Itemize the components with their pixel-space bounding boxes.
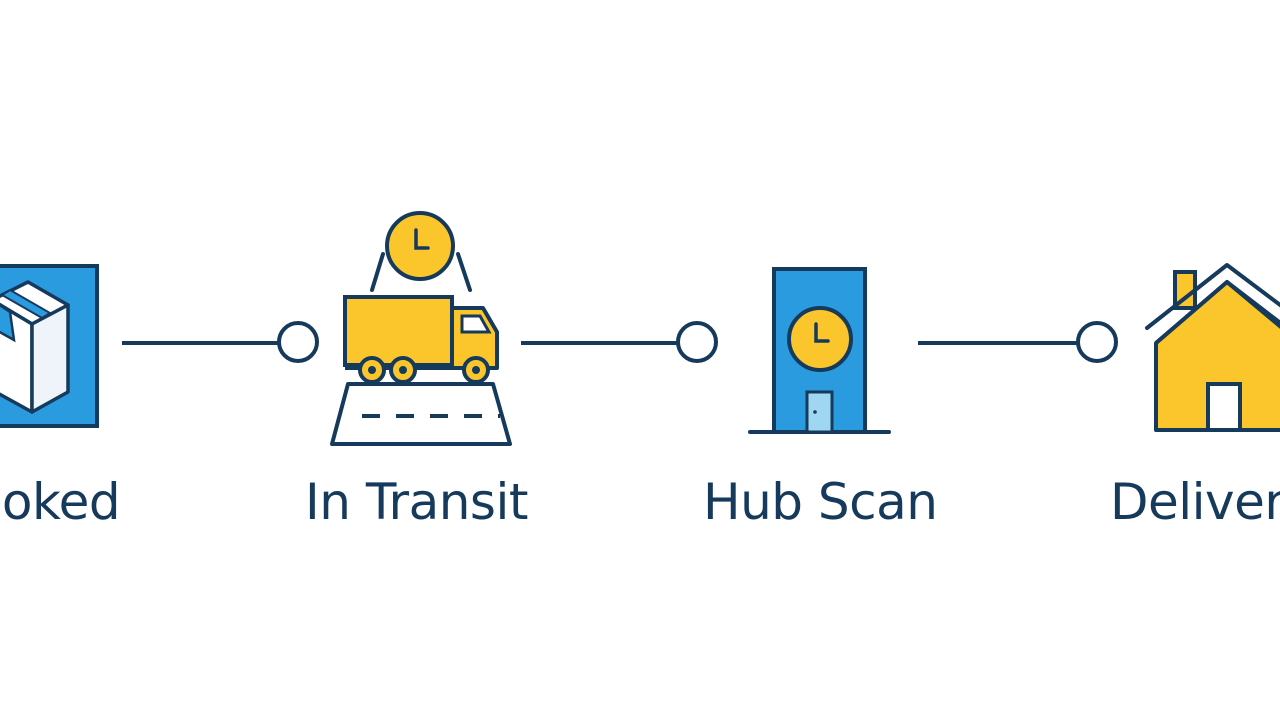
connector-3 <box>918 321 1118 363</box>
connector-node-1 <box>277 321 319 363</box>
hub-building-clock-icon <box>748 267 891 434</box>
package-box-icon <box>0 264 99 428</box>
house-icon <box>1145 263 1280 432</box>
step-label-in-transit: In Transit <box>305 473 528 531</box>
clock-icon <box>787 306 853 372</box>
delivery-truck-icon <box>330 211 512 446</box>
connector-node-2 <box>676 321 718 363</box>
step-label-booked: Booked <box>0 473 121 531</box>
connector-2 <box>521 321 718 363</box>
step-label-delivered: Delivered <box>1110 473 1280 531</box>
clock-icon <box>385 211 455 281</box>
connector-1 <box>122 321 319 363</box>
step-label-hub-scan: Hub Scan <box>703 473 938 531</box>
connector-node-3 <box>1076 321 1118 363</box>
